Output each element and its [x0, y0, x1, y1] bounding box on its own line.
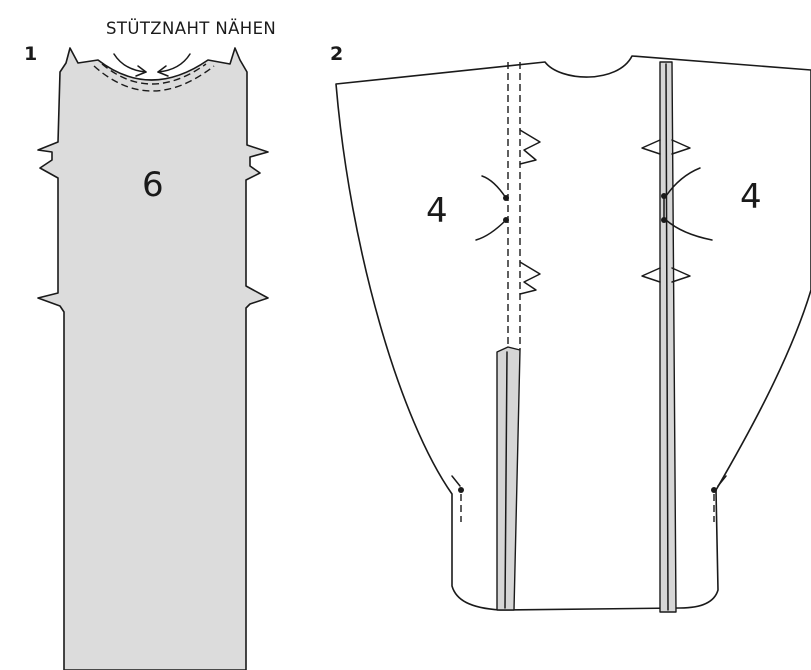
staystitch-line	[93, 65, 215, 92]
step-1-panel: 1 STÜTZNAHT NÄHEN 6	[24, 19, 276, 670]
left-mark-leader-upper	[481, 175, 507, 199]
right-mark-upper	[661, 193, 667, 199]
right-mark-lower	[661, 217, 667, 223]
right-mark-leader-upper	[665, 167, 701, 197]
pattern-piece-6	[37, 47, 269, 670]
arrow-left-head	[135, 65, 147, 77]
left-front-band	[496, 346, 521, 611]
arrow-left	[113, 53, 147, 73]
left-mark-leader-lower	[475, 219, 507, 241]
staystitch-line-inner	[101, 63, 207, 85]
arrow-right-head	[157, 65, 169, 77]
right-mark-leader-lower	[665, 219, 713, 241]
piece-number-6: 6	[142, 165, 164, 205]
step-1-caption: STÜTZNAHT NÄHEN	[106, 19, 276, 38]
right-slit-dot	[711, 487, 717, 493]
left-slit-dot	[458, 487, 464, 493]
stitch-direction-arrows	[113, 53, 191, 77]
left-slit-tick	[451, 475, 461, 487]
piece-number-4-left: 4	[426, 191, 448, 231]
right-notch-lower	[641, 267, 691, 283]
left-notch-lower	[519, 261, 541, 295]
garment-outline	[335, 55, 811, 611]
step-1-number: 1	[24, 43, 37, 65]
left-notch-upper	[519, 129, 541, 165]
piece-number-4-right: 4	[740, 177, 762, 217]
left-band-inner-edge	[504, 351, 508, 609]
right-band-inner-edge	[665, 63, 669, 611]
step-2-number: 2	[330, 43, 343, 65]
arrow-right	[157, 53, 191, 73]
step-2-panel: 2 4 4	[330, 43, 811, 613]
right-slit-tick	[717, 475, 727, 487]
right-notch-upper	[641, 139, 691, 155]
